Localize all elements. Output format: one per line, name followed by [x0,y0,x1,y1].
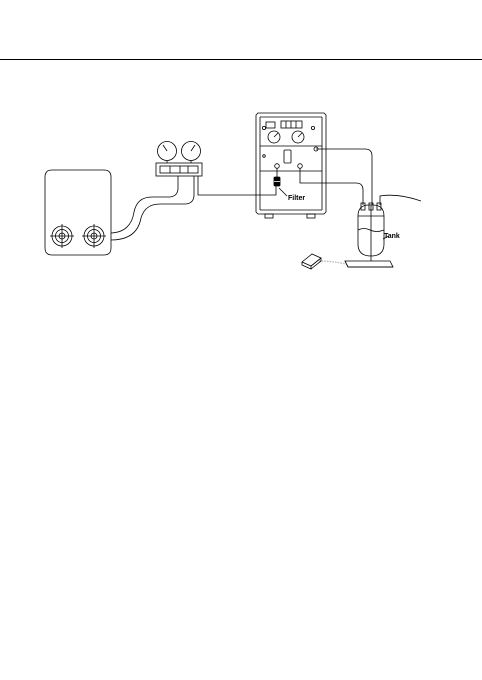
fan-icon [50,224,74,248]
scale-cable [319,261,346,264]
gauge-icon [182,142,201,161]
weighing-scale [345,261,393,267]
gauge-icon [292,131,304,143]
machine-to-tank-hoses [300,149,421,205]
unit-to-manifold-hoses [111,176,194,240]
control-panel [281,121,302,128]
recovery-machine [256,113,326,218]
manifold-gauge-set [156,142,202,177]
recovery-tank [358,203,389,261]
power-switch [266,122,275,128]
tank-label: Tank [384,233,400,240]
gauge-icon [158,142,177,161]
filter-label: Filter [288,195,305,202]
gauge-icon [268,131,280,143]
selector-knob [284,150,291,163]
scale-display [302,254,321,269]
condensing-unit [45,170,111,255]
fan-icon [82,224,106,248]
manifold-to-filter-hose [198,176,276,195]
